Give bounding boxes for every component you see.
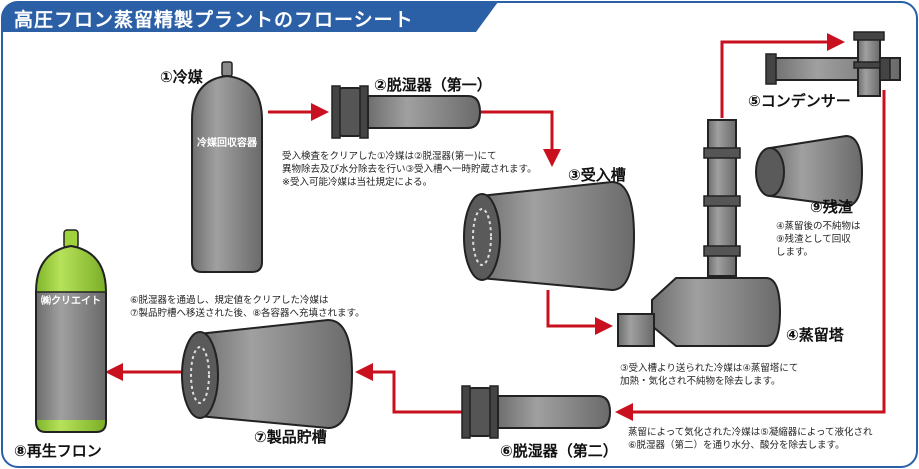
- desc-fill-line: ⑦製品貯槽へ移送された後、⑧各容器へ充填されます。: [130, 308, 365, 319]
- reclaim-cylinder-text: 冷媒回収容器: [197, 136, 258, 149]
- dehumidifier2-icon: [461, 385, 612, 439]
- flow-receiver-to-tower: [546, 290, 613, 335]
- flow-condenser-to-dehumidifier2: [615, 90, 886, 421]
- label-dehumidifier1: ②脱湿器（第一）: [374, 76, 492, 94]
- desc-distill: ③受入槽より送られた冷媒は④蒸留塔にて 加熱・気化され不純物を除去します。: [620, 362, 798, 388]
- desc-residue-line: ④蒸留後の不純物は: [776, 221, 861, 232]
- label-reclaim-cylinder: ①冷媒: [160, 68, 203, 86]
- desc-residue-line: します。: [776, 247, 814, 258]
- recycled-cylinder-icon: ㈱クリエイト: [35, 229, 107, 433]
- flow-tower-to-condenser: [720, 33, 845, 118]
- desc-intake-line: 異物除去及び水分除去を行い③受入槽へ一時貯蔵されます。: [282, 164, 537, 175]
- residue-icon: [755, 134, 864, 208]
- desc-intake-line: 受入検査をクリアした①冷媒は②脱湿器(第一)にて: [282, 151, 497, 162]
- label-residue: ⑨残渣: [810, 198, 853, 216]
- condenser-icon: [765, 31, 901, 97]
- flow-dehumidifier2-to-product: [355, 363, 462, 414]
- label-product-tank: ⑦製品貯槽: [254, 428, 327, 446]
- receiver-tank-icon: [463, 180, 636, 292]
- desc-intake-line: ※受入可能冷媒は当社規定による。: [282, 177, 433, 188]
- recycled-cylinder-text: ㈱クリエイト: [41, 294, 101, 307]
- page-title: 高圧フロン蒸留精製プラントのフローシート: [14, 9, 414, 31]
- label-recycled-cylinder: ⑧再生フロン: [14, 442, 102, 460]
- desc-distill-line: 加熱・気化され不純物を除去します。: [620, 376, 781, 387]
- reclaim-cylinder-icon: 冷媒回収容器: [191, 61, 263, 273]
- desc-fill: ⑥脱湿器を通過し、規定値をクリアした冷媒は ⑦製品貯槽へ移送された後、⑧各容器へ…: [130, 294, 365, 320]
- desc-intake: 受入検査をクリアした①冷媒は②脱湿器(第一)にて 異物除去及び水分除去を行い③受…: [282, 150, 537, 189]
- flow-lines: [105, 33, 886, 421]
- label-dehumidifier2: ⑥脱湿器（第二）: [500, 442, 618, 460]
- distillation-tower-icon: [617, 119, 782, 347]
- desc-fill-line: ⑥脱湿器を通過し、規定値をクリアした冷媒は: [130, 295, 329, 306]
- desc-condense-line: ⑥脱湿器（第二）を通り水分、酸分を除去します。: [628, 440, 845, 451]
- flow-dehumidifier1-to-receiver: [478, 110, 561, 167]
- label-distillation-tower: ④蒸留塔: [786, 326, 844, 344]
- desc-distill-line: ③受入槽より送られた冷媒は④蒸留塔にて: [620, 363, 799, 374]
- dehumidifier1-icon: [331, 85, 482, 139]
- product-tank-icon: [181, 318, 354, 430]
- desc-condense-line: 蒸留によって気化された冷媒は⑤凝縮器によって液化され: [628, 427, 873, 438]
- label-condenser: ⑤コンデンサー: [748, 92, 851, 110]
- desc-condense: 蒸留によって気化された冷媒は⑤凝縮器によって液化され ⑥脱湿器（第二）を通り水分…: [628, 426, 873, 452]
- header-band: [2, 2, 498, 32]
- label-receiver-tank: ③受入槽: [568, 166, 626, 184]
- desc-residue: ④蒸留後の不純物は ⑨残渣として回収 します。: [776, 220, 861, 259]
- desc-residue-line: ⑨残渣として回収: [776, 234, 851, 245]
